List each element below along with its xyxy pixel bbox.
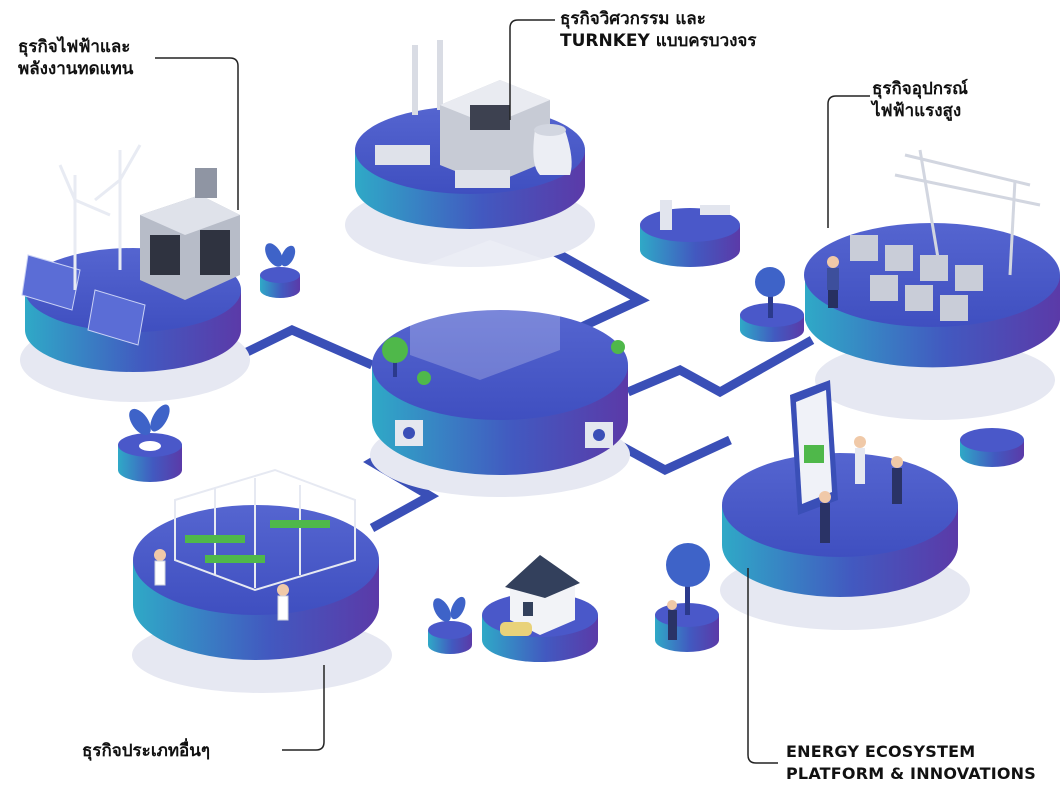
island-sprout-mid-left <box>118 404 182 482</box>
label-other: ธุรกิจประเภทอื่นๆ <box>82 740 210 762</box>
leader-engineering <box>509 19 555 120</box>
island-ev-charger <box>640 200 740 267</box>
greenhouse-icon <box>174 468 356 592</box>
ghost-building-icon <box>410 240 560 380</box>
socket-right-icon <box>585 422 613 448</box>
car-icon <box>500 622 532 636</box>
leader-other <box>282 665 325 751</box>
label-energy-platform: ENERGY ECOSYSTEM PLATFORM & INNOVATIONS <box>786 741 1036 785</box>
connector-engineering-hub <box>522 231 650 335</box>
sprout-icon <box>129 404 170 436</box>
sprout-icon <box>433 596 466 622</box>
solar-panel-icon <box>21 254 146 346</box>
smartphone-icon <box>790 380 838 515</box>
island-disc-right <box>960 428 1024 467</box>
label-other-line1: ธุรกิจประเภทอื่นๆ <box>82 741 210 761</box>
worker-figure-icon <box>827 256 839 308</box>
label-hv-equipment-line2: ไฟฟ้าแรงสูง <box>872 101 962 121</box>
tree-icon <box>755 267 785 318</box>
island-tree-bottom <box>655 543 719 652</box>
power-plant-icon <box>375 40 572 188</box>
island-tree-right <box>740 267 804 342</box>
transformer-array-icon <box>850 235 983 321</box>
tree-icon <box>382 337 625 385</box>
leader-renewable <box>155 57 239 210</box>
plant-rows-icon <box>185 520 330 563</box>
transmission-tower-icon <box>894 149 1041 276</box>
platform-other <box>132 468 392 693</box>
platform-hv-equipment <box>804 149 1060 420</box>
label-renewable: ธุรกิจไฟฟ้าและ พลังงานทดแทน <box>18 36 133 80</box>
label-renewable-line2: พลังงานทดแทน <box>18 59 134 79</box>
island-sprout-left <box>260 243 300 298</box>
substation-building-icon <box>140 168 240 300</box>
socket-left-icon <box>395 420 423 446</box>
sprout-icon <box>265 243 296 267</box>
label-energy-platform-line1: ENERGY ECOSYSTEM <box>786 742 976 761</box>
label-renewable-line1: ธุรกิจไฟฟ้าและ <box>18 37 131 57</box>
people-figures-icon <box>819 436 903 543</box>
central-hub <box>370 240 630 497</box>
scientist-figure-icon <box>154 549 289 621</box>
wind-turbine-icon <box>58 144 142 290</box>
person-figure-icon <box>667 600 677 640</box>
leader-hv-equipment <box>827 95 870 228</box>
platform-renewable <box>20 144 250 402</box>
platform-engineering <box>345 40 595 267</box>
label-energy-platform-line2: PLATFORM & INNOVATIONS <box>786 764 1036 783</box>
leader-energy-platform <box>747 568 778 764</box>
leader-lines <box>155 19 870 764</box>
tree-icon <box>666 543 710 615</box>
platform-energy-ecosystem <box>720 380 970 630</box>
connector-hv-hub <box>626 336 815 398</box>
label-engineering-line1: ธุรกิจวิศวกรรม และ <box>560 9 706 29</box>
island-sprout-bottom <box>428 596 472 654</box>
label-engineering: ธุรกิจวิศวกรรม และ TURNKEY แบบครบวงจร <box>560 8 757 52</box>
label-hv-equipment-line1: ธุรกิจอุปกรณ์ <box>872 79 968 99</box>
house-icon <box>505 555 580 635</box>
label-engineering-line2: TURNKEY แบบครบวงจร <box>560 31 757 51</box>
label-hv-equipment: ธุรกิจอุปกรณ์ ไฟฟ้าแรงสูง <box>872 78 968 122</box>
island-house <box>482 555 598 662</box>
